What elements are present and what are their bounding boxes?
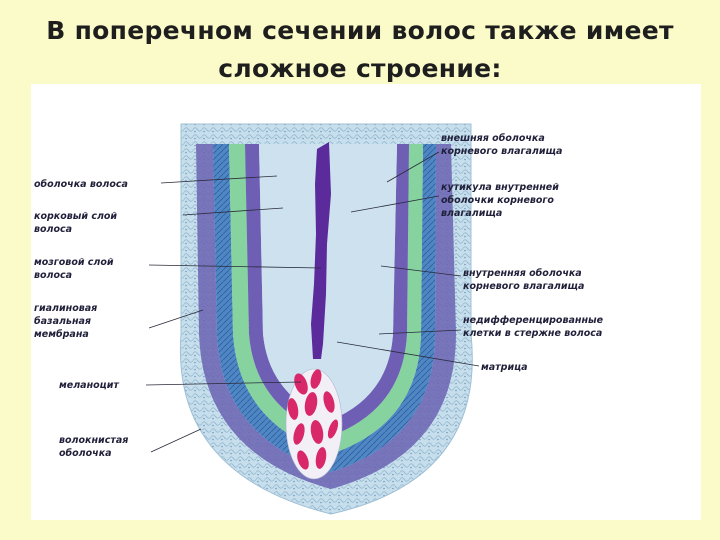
label-outer-sheath: внешняя оболочка корневого влагалища — [441, 133, 563, 157]
medulla-strand — [311, 142, 331, 359]
label-inner-sheath: внутренняя оболочка корневого влагалища — [463, 268, 585, 292]
slide-title: В поперечном сечении волос также имеет с… — [0, 12, 720, 88]
label-matrix: матрица — [481, 362, 528, 373]
label-glassy-membrane: гиалиновая базальная мембрана — [34, 303, 98, 340]
hair-follicle-diagram — [145, 123, 480, 515]
label-medulla: мозговой слой волоса — [34, 257, 114, 281]
hair-shaft — [259, 144, 397, 420]
label-fibrous-sheath: волокнистая оболочка — [59, 435, 129, 459]
label-cortex: корковый слой волоса — [34, 211, 118, 235]
papilla-cells — [287, 369, 339, 470]
label-undifferentiated-cells: недифференцированные клетки в стержне во… — [463, 315, 604, 339]
diagram-panel: внешняя оболочка корневого влагалища обо… — [31, 84, 701, 520]
title-line-1: В поперечном сечении волос также имеет — [46, 16, 674, 45]
title-line-2: сложное строение: — [218, 54, 502, 83]
label-inner-sheath-cuticle: кутикула внутренней оболочки корневого в… — [441, 182, 559, 219]
label-hair-cuticle: оболочка волоса — [34, 179, 128, 190]
label-melanocyte: меланоцит — [59, 380, 119, 391]
